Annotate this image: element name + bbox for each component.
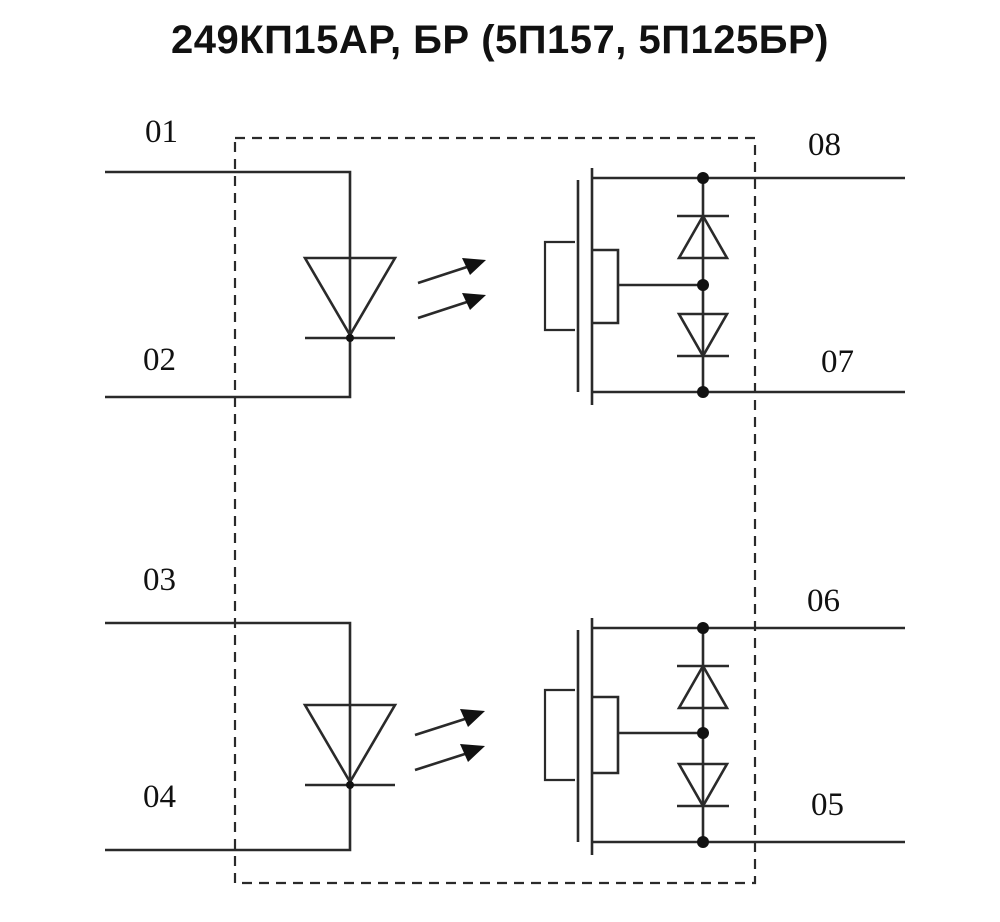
- diode-pair-2: [676, 663, 730, 809]
- pin-label-01: 01: [145, 114, 178, 150]
- light-arrows-2: [414, 709, 485, 772]
- pin-label-06: 06: [807, 583, 840, 619]
- pin-label-07: 07: [821, 344, 854, 380]
- led-2: [105, 621, 398, 852]
- channel-2: [105, 618, 905, 855]
- diode-pair-1: [676, 213, 730, 359]
- pin-label-04: 04: [143, 779, 176, 815]
- pin-label-03: 03: [143, 562, 176, 598]
- mosfet-pair-2: [543, 618, 905, 855]
- light-arrows-1: [417, 258, 486, 320]
- pin-label-02: 02: [143, 342, 176, 378]
- mosfet-pair-1: [543, 168, 905, 405]
- led-1: [105, 170, 398, 399]
- pin-label-08: 08: [808, 127, 841, 163]
- package-outline: [233, 136, 757, 885]
- channel-1: [105, 168, 905, 405]
- pin-label-05: 05: [811, 787, 844, 823]
- diagram-title: 249КП15АР, БР (5П157, 5П125БР): [171, 18, 829, 62]
